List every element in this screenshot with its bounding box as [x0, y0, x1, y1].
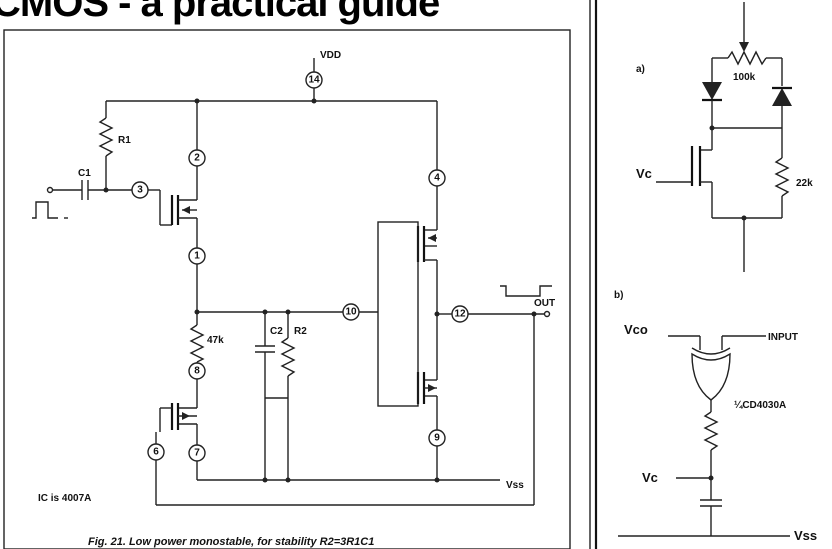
- pin-6-label: 6: [153, 447, 159, 458]
- r1-resistor: [98, 117, 114, 157]
- c1-label: C1: [78, 168, 91, 179]
- panel-b-label: b): [614, 290, 623, 301]
- pin-14-label: 14: [308, 75, 320, 86]
- output-pulse-icon: [500, 285, 552, 297]
- panel-b-circuit: b) Vco INPUT ¼CD4030A Vc Vss: [614, 290, 817, 543]
- figure-frame: [3, 29, 571, 549]
- pin-7-label: 7: [194, 448, 200, 459]
- ic-note: IC is 4007A: [38, 493, 91, 504]
- inverter-gate-bus: [377, 221, 419, 407]
- figure-21-circuit: VDD 14 R1 C1 3: [32, 50, 555, 548]
- figure-caption: Fig. 21. Low power monostable, for stabi…: [88, 536, 374, 548]
- panel-a-vc-label: Vc: [636, 166, 652, 181]
- input-pulse-icon: [32, 201, 58, 219]
- panel-b-vss-label: Vss: [794, 528, 817, 543]
- pin-9-label: 9: [434, 433, 440, 444]
- pin-8-label: 8: [194, 366, 200, 377]
- r1-label: R1: [118, 135, 131, 146]
- pin-3-label: 3: [137, 185, 143, 196]
- pot-wiper-arrow-icon: [739, 42, 749, 52]
- vco-label: Vco: [624, 322, 648, 337]
- pin-4-label: 4: [434, 173, 440, 184]
- r2-resistor: [280, 337, 296, 377]
- gate-label: ¼CD4030A: [734, 400, 786, 411]
- xor-input-curve: [691, 347, 731, 355]
- panel-a-label: a): [636, 64, 645, 75]
- xor-gate-icon: [691, 352, 731, 401]
- panel-b-vc-label: Vc: [642, 470, 658, 485]
- panel-b-resistor: [703, 411, 719, 451]
- page-title: CMOS - a practical guide: [0, 0, 439, 25]
- r2-label: R2: [294, 326, 307, 337]
- pot-100k: [727, 50, 767, 66]
- input-label: INPUT: [768, 332, 798, 343]
- pin-14: [305, 71, 323, 89]
- vss-label: Vss: [506, 480, 524, 491]
- pin-10-label: 10: [345, 307, 357, 318]
- out-terminal: [543, 310, 551, 318]
- resistor-22k-label: 22k: [796, 178, 813, 189]
- diode-right: [772, 88, 792, 106]
- vdd-label: VDD: [320, 50, 341, 61]
- pin-1-label: 1: [194, 251, 200, 262]
- r47k-label: 47k: [207, 335, 224, 346]
- resistor-47k: [189, 324, 205, 363]
- diode-left: [702, 82, 722, 100]
- pin-12-label: 12: [454, 309, 466, 320]
- out-label: OUT: [534, 298, 555, 309]
- resistor-22k: [774, 157, 790, 197]
- panel-a-circuit: a) 100k Vc 22k: [636, 2, 813, 272]
- pin-2-label: 2: [194, 153, 200, 164]
- c2-label: C2: [270, 326, 283, 337]
- pot-label: 100k: [733, 72, 756, 83]
